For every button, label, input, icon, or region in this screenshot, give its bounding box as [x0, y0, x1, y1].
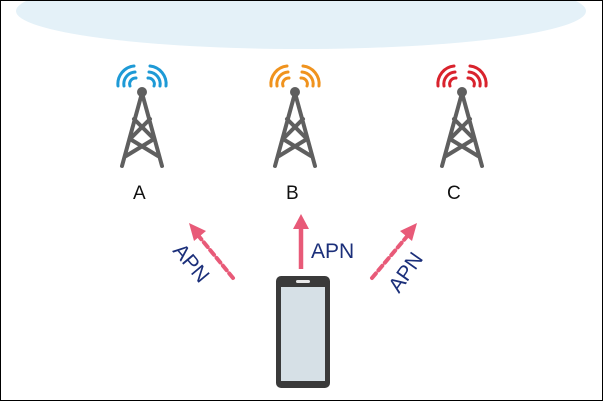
arrow-to-a [189, 223, 235, 280]
cell-tower-icon [120, 91, 164, 168]
arrow-to-c [370, 223, 417, 280]
arrow-to-b [293, 214, 309, 269]
signal-waves-icon [116, 64, 168, 88]
signal-waves-icon [436, 64, 488, 88]
cell-tower-icon [273, 91, 317, 168]
tower-label: C [447, 183, 461, 204]
tower-label: A [133, 183, 146, 204]
cloud-area [16, 1, 586, 49]
signal-waves-icon [269, 64, 321, 88]
apn-label-b: APN [311, 240, 354, 263]
tower-a: A [116, 64, 168, 204]
cell-tower-icon [440, 91, 484, 168]
tower-c: C [436, 64, 488, 204]
tower-label: B [286, 183, 299, 204]
smartphone [276, 276, 330, 388]
tower-b: B [269, 64, 321, 204]
